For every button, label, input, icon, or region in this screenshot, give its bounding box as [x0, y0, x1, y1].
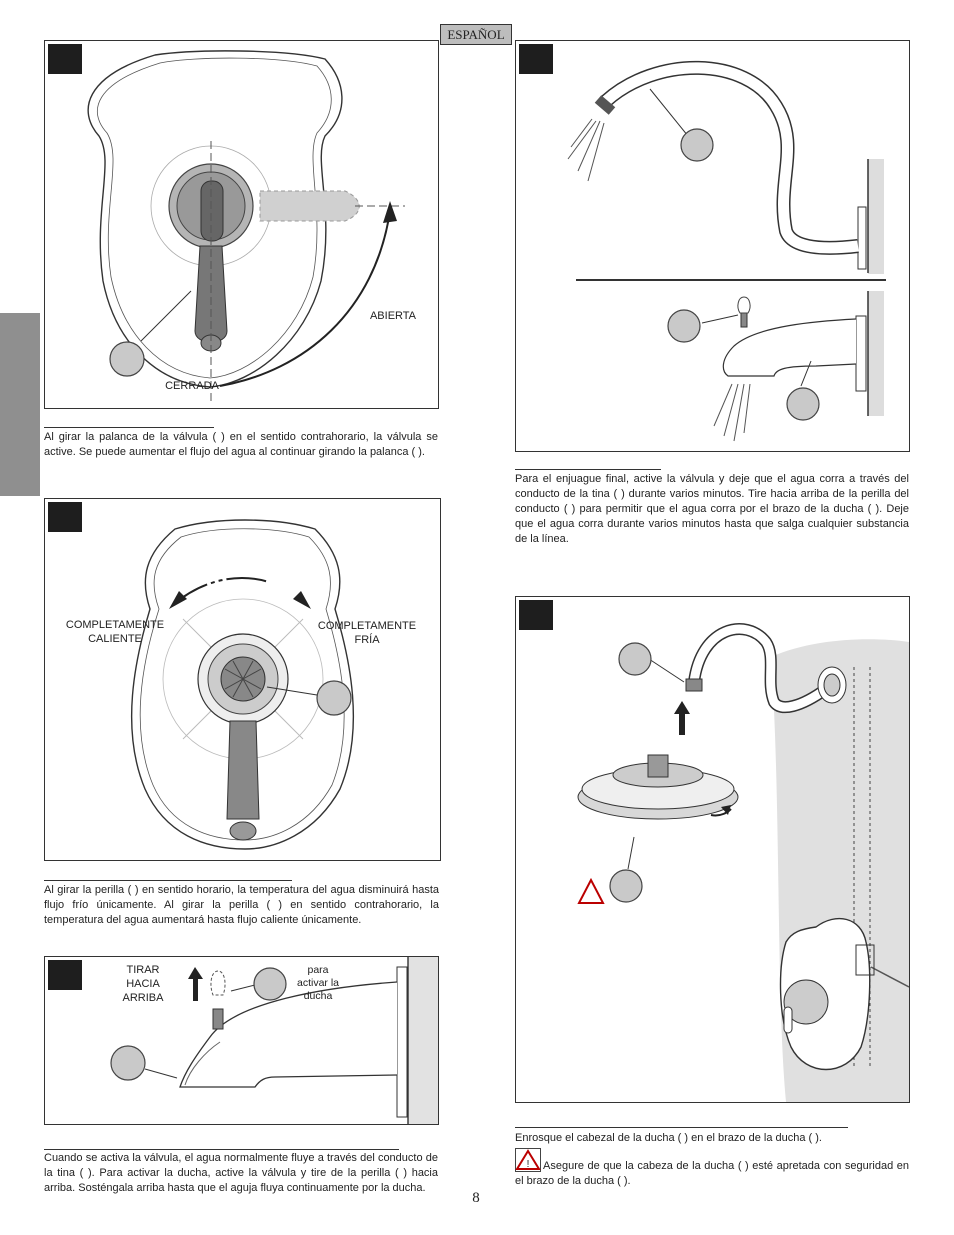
callout-circle: [110, 1045, 146, 1081]
label-open: ABIERTA: [369, 310, 417, 322]
step-marker: [519, 44, 553, 74]
showerhead-install-illustration: [577, 623, 909, 1102]
page-number: 8: [472, 1190, 480, 1206]
label-full-cold: COMPLETAMENTE FRÍA: [317, 620, 417, 646]
caption-rule: [44, 427, 214, 428]
svg-text:!: !: [527, 1159, 530, 1170]
caption-rule: [515, 469, 661, 470]
warning-text: Asegure de que la cabeza de la ducha ( )…: [515, 1160, 909, 1187]
label-closed: CERRADA: [165, 380, 219, 392]
warning-icon: [577, 877, 605, 904]
panel-valve-lever: ABIERTA CERRADA: [44, 40, 439, 409]
flush-illustration: [567, 60, 886, 442]
caption-rule: [515, 1127, 848, 1128]
side-tab: [0, 313, 40, 496]
panel-temperature-knob: COMPLETAMENTE CALIENTE COMPLETAMENTE FRÍ…: [44, 498, 441, 861]
caption-panel5: Enrosque el cabezal de la ducha ( ) en e…: [515, 1132, 822, 1144]
panel-install-showerhead: [515, 596, 910, 1103]
callout-circle: [253, 967, 287, 1001]
valve-lever-illustration: [87, 50, 405, 401]
callout-circle: [109, 341, 145, 377]
panel-diverter: TIRAR HACIA ARRIBA para activar la ducha: [44, 956, 439, 1125]
language-tab: ESPAÑOL: [440, 24, 512, 45]
caption-panel3: Cuando se activa la válvula, el agua nor…: [44, 1152, 438, 1194]
tub-spout-illustration: [110, 957, 438, 1124]
label-pull-up: TIRAR HACIA ARRIBA: [122, 964, 164, 1004]
caption-panel4: Para el enjuague final, active la válvul…: [515, 473, 909, 545]
callout-circle: [667, 309, 701, 343]
caption-panel1: Al girar la palanca de la válvula ( ) en…: [44, 431, 438, 458]
callout-circle: [609, 869, 643, 903]
temperature-knob-illustration: [130, 519, 355, 850]
step-marker: [48, 960, 82, 990]
callout-circle: [786, 387, 820, 421]
warning-icon: !: [515, 1148, 541, 1172]
step-marker: [48, 44, 82, 74]
step-marker: [48, 502, 82, 532]
caption-rule: [44, 880, 292, 881]
callout-circle: [618, 642, 652, 676]
callout-circle: [680, 128, 714, 162]
label-activate-shower: para activar la ducha: [296, 964, 339, 1003]
step-marker: [519, 600, 553, 630]
callout-circle: [316, 680, 352, 716]
caption-rule: [44, 1149, 399, 1150]
panel-flush: [515, 40, 910, 452]
label-full-hot: COMPLETAMENTE CALIENTE: [65, 619, 165, 645]
caption-panel2: Al girar la perilla ( ) en sentido horar…: [44, 884, 439, 926]
